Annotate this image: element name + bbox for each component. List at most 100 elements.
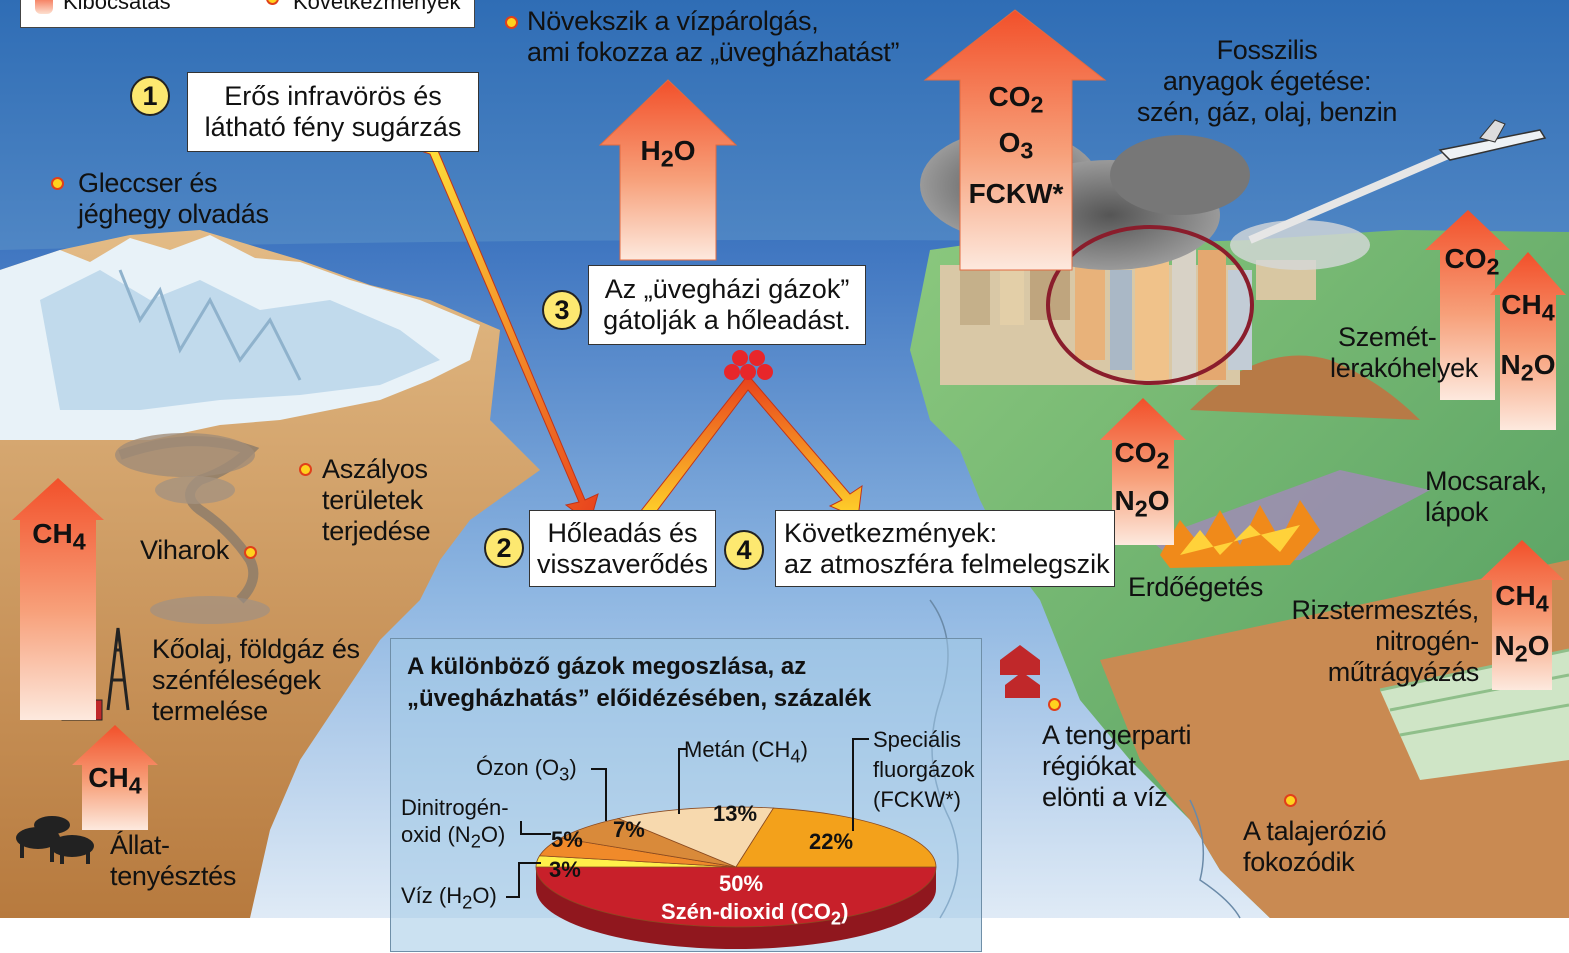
drought-line-3: terjedése xyxy=(322,516,431,546)
chart-title-line-2: „üvegházhatás” előidézésében, százalék xyxy=(407,685,872,712)
gas-formula: N2O xyxy=(1114,484,1170,522)
gas-formula: N2O xyxy=(1494,629,1550,667)
livestock-line-1: Állat- xyxy=(110,830,170,860)
water-leader xyxy=(506,862,541,898)
water-vapor-line-1: Növekszik a vízpárolgás, xyxy=(527,6,819,36)
gas-formula: CH4 xyxy=(88,762,142,799)
rice-arrow xyxy=(1480,540,1564,690)
fossil-emission-arrow xyxy=(923,9,1107,271)
gas-formula: CO2 xyxy=(1114,437,1170,474)
step-1-box: Erős infravörös és látható fény sugárzás xyxy=(187,72,479,152)
coast-line-3: elönti a víz xyxy=(1042,782,1168,812)
glacier-dot xyxy=(51,177,64,190)
landfill-line-2: lerakóhelyek xyxy=(1330,353,1478,383)
oil-arrow-formulas: CH4 xyxy=(22,518,96,558)
rice-line-1: Rizstermesztés, xyxy=(1291,595,1479,625)
erosion-label: A talajerózió fokozódik xyxy=(1243,816,1387,878)
livestock-line-2: tenyésztés xyxy=(110,861,237,891)
pie-slice-sz-n-dioxid-co2- xyxy=(535,866,937,928)
gas-formula: CH4 xyxy=(1495,580,1549,617)
gas-formula: H2O xyxy=(640,135,696,172)
rice-label: Rizstermesztés, nitrogén- műtrágyázás xyxy=(1284,595,1479,688)
legend-consequences: Következmények xyxy=(293,0,461,14)
n2o-leader xyxy=(520,821,551,835)
swamp-arrow-formulas: CH4 N2O xyxy=(1496,285,1560,392)
step-3-line-2: gátolják a hőleadást. xyxy=(603,305,851,335)
landfill-arrow xyxy=(1425,210,1510,400)
step-3-box: Az „üvegházi gázok” gátolják a hőleadást… xyxy=(588,265,866,345)
forest-arrow-formulas: CO2 N2O xyxy=(1110,433,1174,528)
swamps-line-1: Mocsarak, xyxy=(1425,466,1547,496)
fossil-arrow-formulas: CO2 O3 FCKW* xyxy=(960,78,1072,213)
erosion-dot xyxy=(1284,794,1297,807)
water-vapor-line-2: ami fokozza az „üvegházhatást” xyxy=(527,37,900,67)
chart-title-line-1: A különböző gázok megoszlása, az xyxy=(407,653,807,680)
gas-formula: O3 xyxy=(998,126,1034,164)
drought-dot xyxy=(299,463,312,476)
rice-arrow-formulas: CH4 N2O xyxy=(1490,575,1554,674)
step-1-number: 1 xyxy=(130,76,170,116)
step-2-box: Hőleadás és visszaverődés xyxy=(529,510,716,587)
methane-label: Metán (CH4) xyxy=(684,737,808,767)
glacier-line-1: Gleccser és xyxy=(78,168,218,198)
erosion-line-1: A talajerózió xyxy=(1243,816,1387,846)
step-1-line-2: látható fény sugárzás xyxy=(204,112,462,142)
n2o-label: Dinitrogén- oxid (N2O) xyxy=(401,795,509,852)
city-highlight-ring xyxy=(1046,225,1254,385)
fossil-label: Fosszilis anyagok égetése: szén, gáz, ol… xyxy=(1125,35,1409,128)
gas-formula: CH4 xyxy=(1501,289,1555,326)
step-3-line-1: Az „üvegházi gázok” xyxy=(604,274,850,304)
rice-line-2: nitrogén- xyxy=(1375,626,1479,656)
livestock-label: Állat- tenyésztés xyxy=(110,830,236,892)
water-vapor-label: Növekszik a vízpárolgás, ami fokozza az … xyxy=(527,6,900,68)
water-label: Víz (H2O) xyxy=(401,883,497,913)
ozone-leader xyxy=(591,768,607,821)
step-2-number: 2 xyxy=(484,528,524,568)
fossil-line-1: Fosszilis xyxy=(1216,35,1318,65)
livestock-arrow xyxy=(72,725,158,830)
glacier-label: Gleccser és jéghegy olvadás xyxy=(78,168,269,230)
swamps-label: Mocsarak, lápok xyxy=(1425,466,1547,528)
gas-formula: CO2 xyxy=(1444,243,1500,280)
oil-gas-label: Kőolaj, földgáz és szénféleségek termelé… xyxy=(152,634,360,727)
step-2-line-1: Hőleadás és xyxy=(547,517,698,548)
gas-formula: N2O xyxy=(1500,348,1556,386)
pie-slice-met-n-ch4- xyxy=(617,806,775,868)
co2-label: Szén-dioxid (CO2) xyxy=(661,899,849,929)
oil-arrow xyxy=(12,478,104,720)
coast-dot xyxy=(1048,698,1061,711)
landfill-line-1: Szemét- xyxy=(1338,322,1437,352)
oil-gas-line-2: szénféleségek xyxy=(152,665,321,695)
fossil-line-2: anyagok égetése: xyxy=(1162,66,1372,96)
landfill-arrow-formulas: CO2 xyxy=(1440,243,1504,283)
storms-label: Viharok xyxy=(140,535,229,565)
fossil-line-3: szén, gáz, olaj, benzin xyxy=(1136,97,1398,127)
drought-line-2: területek xyxy=(322,485,423,515)
coast-line-2: régiókat xyxy=(1042,751,1136,781)
gas-formula: CO2 xyxy=(988,81,1044,118)
ozone-value: 7% xyxy=(613,817,645,842)
coast-label: A tengerparti régiókat elönti a víz xyxy=(1042,720,1192,813)
consequence-legend-dot xyxy=(266,0,279,5)
forest-arrow xyxy=(1100,398,1186,545)
fluorine-label: Speciális fluorgázok (FCKW*) xyxy=(873,727,975,812)
legend: Kibocsátás Következmények xyxy=(20,0,475,28)
gas-formula: CH4 xyxy=(32,518,86,555)
n2o-value: 5% xyxy=(551,827,583,852)
storms-dot xyxy=(244,546,257,559)
gas-formula: FCKW* xyxy=(968,178,1064,210)
oil-gas-line-1: Kőolaj, földgáz és xyxy=(152,634,360,664)
step-4-number: 4 xyxy=(724,530,764,570)
rice-line-3: műtrágyázás xyxy=(1327,657,1480,687)
swamps-line-2: lápok xyxy=(1425,497,1489,527)
gas-share-chart-panel: A különböző gázok megoszlása, az „üveghá… xyxy=(390,638,982,952)
pie-slice-speci-lis-fluorg-zok-fckw- xyxy=(735,807,937,868)
gas-share-pie xyxy=(506,738,937,949)
methane-value: 13% xyxy=(713,801,758,826)
step-1-line-1: Erős infravörös és xyxy=(224,81,442,111)
landfill-label: Szemét- lerakóhelyek xyxy=(1330,322,1478,384)
erosion-line-2: fokozódik xyxy=(1243,847,1355,877)
co2-value: 50% xyxy=(719,871,764,896)
emission-legend-swatch xyxy=(35,0,53,14)
legend-emission: Kibocsátás xyxy=(63,0,171,14)
